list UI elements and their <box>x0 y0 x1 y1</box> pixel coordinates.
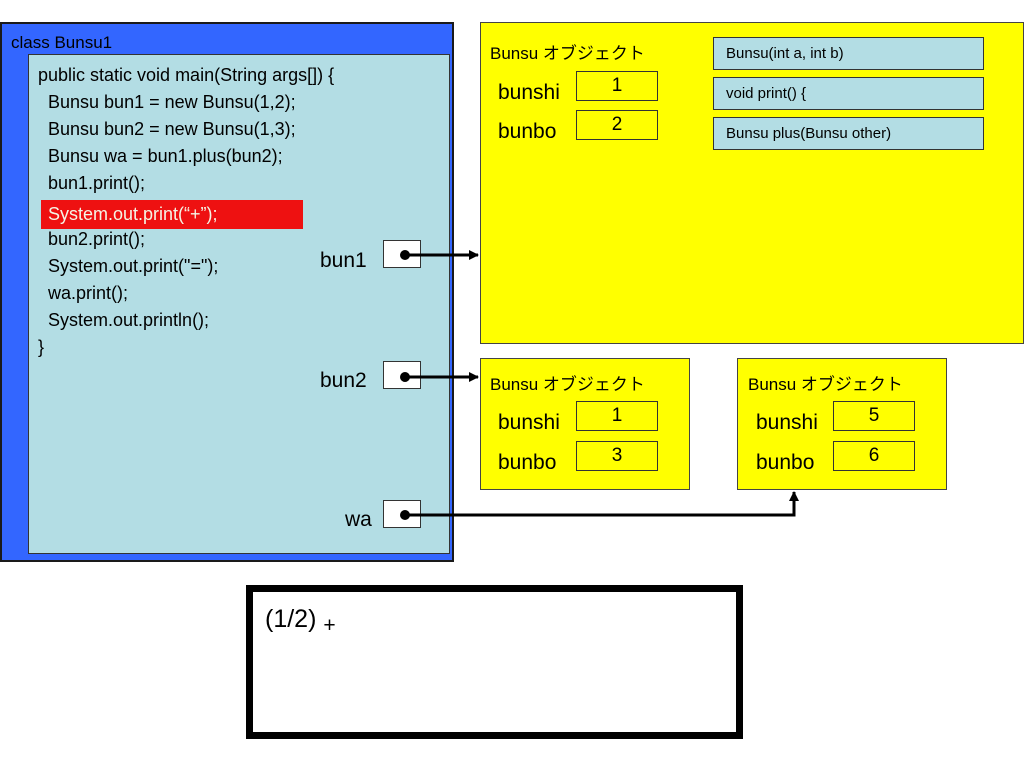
code-line: Bunsu wa = bun1.plus(bun2); <box>38 146 283 166</box>
arrow-bun1 <box>400 250 479 260</box>
field-value-bunshi: 5 <box>833 401 915 431</box>
code-line: Bunsu bun1 = new Bunsu(1,2); <box>38 92 296 112</box>
code-line: wa.print(); <box>38 283 129 303</box>
code-line: public static void main(String args[]) { <box>38 65 335 85</box>
field-value-bunbo: 6 <box>833 441 915 471</box>
field-label-bunbo: bunbo <box>756 451 815 474</box>
field-label-bunbo: bunbo <box>498 451 557 474</box>
field-value-bunbo: 2 <box>576 110 658 140</box>
field-label-bunshi: bunshi <box>498 81 560 104</box>
method-plus: Bunsu plus(Bunsu other) <box>713 117 984 150</box>
method-constructor: Bunsu(int a, int b) <box>713 37 984 70</box>
ref-label-wa: wa <box>345 508 372 531</box>
object-title: Bunsu オブジェクト <box>490 44 645 63</box>
code-line: bun2.print(); <box>38 229 146 249</box>
console-output-box <box>246 585 743 739</box>
bunsu-object-bun1 <box>480 22 1024 344</box>
code-line: Bunsu bun2 = new Bunsu(1,3); <box>38 119 296 139</box>
ref-label-bun1: bun1 <box>320 249 367 272</box>
field-value-bunshi: 1 <box>576 401 658 431</box>
field-value-bunshi: 1 <box>576 71 658 101</box>
ref-label-bun2: bun2 <box>320 369 367 392</box>
arrow-bun2 <box>400 372 479 382</box>
object-title: Bunsu オブジェクト <box>748 375 903 394</box>
field-label-bunbo: bunbo <box>498 120 557 143</box>
object-title: Bunsu オブジェクト <box>490 375 645 394</box>
code-line-highlighted: System.out.print(“+”); <box>38 204 218 224</box>
field-label-bunshi: bunshi <box>756 411 818 434</box>
field-value-bunbo: 3 <box>576 441 658 471</box>
console-operator: + <box>323 614 336 637</box>
arrow-wa <box>400 491 799 520</box>
code-line: System.out.println(); <box>38 310 210 330</box>
code-line: System.out.print("="); <box>38 256 219 276</box>
code-line: } <box>38 337 45 357</box>
code-highlight <box>41 200 303 229</box>
console-output-text: (1/2) + <box>265 605 336 637</box>
code-line: bun1.print(); <box>38 173 146 193</box>
method-print: void print() { <box>713 77 984 110</box>
main-method-box <box>28 54 450 554</box>
field-label-bunshi: bunshi <box>498 411 560 434</box>
class-title: class Bunsu1 <box>11 33 113 52</box>
console-fraction: (1/2) <box>265 605 317 633</box>
